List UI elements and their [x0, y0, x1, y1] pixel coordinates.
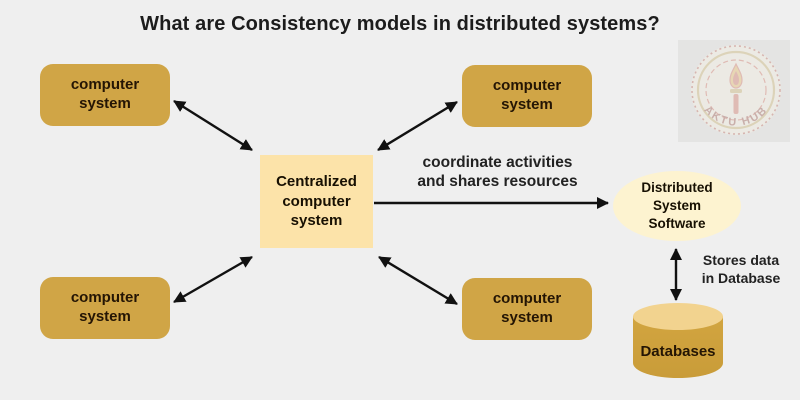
computer-system-box-top-right: computer system: [462, 65, 592, 127]
coordinate-activities-line2: and shares resources: [417, 173, 578, 191]
coordinate-activities-line1: coordinate activities: [422, 154, 573, 171]
computer-system-label: computer system: [70, 289, 140, 325]
centralized-computer-system-label: Centralized computer system: [276, 173, 357, 230]
page-title: What are Consistency models in distribut…: [140, 13, 660, 35]
aktu-hub-watermark-logo: AKTU HUB: [678, 40, 790, 142]
centralized-computer-system-box: Centralized computer system: [260, 155, 373, 248]
distributed-system-software-label: Distributed System Software: [641, 179, 713, 232]
distributed-system-software-ellipse: Distributed System Software: [613, 171, 741, 241]
arrow-center-to-top-left: [173, 99, 253, 152]
computer-system-box-bottom-left: computer system: [40, 277, 170, 339]
computer-system-box-top-left: computer system: [40, 64, 170, 126]
cylinder-top-shape: [633, 303, 723, 330]
watermark-background: [678, 40, 790, 142]
arrow-center-to-bottom-left: [173, 255, 253, 304]
stores-data-label: Stores data in Database: [693, 251, 789, 287]
arrow-center-to-bottom-right: [378, 255, 458, 306]
computer-system-label: computer system: [492, 77, 562, 113]
stores-data-line2: in Database: [701, 270, 781, 287]
torch-icon: [729, 62, 743, 114]
computer-system-box-bottom-right: computer system: [462, 278, 592, 340]
stores-data-line1: Stores data: [702, 252, 780, 268]
computer-system-label: computer system: [70, 76, 140, 112]
coordinate-activities-label: coordinate activities and shares resourc…: [405, 153, 590, 192]
databases-cylinder: Databases: [633, 303, 723, 378]
arrow-center-to-top-right: [377, 100, 458, 152]
databases-label: Databases: [640, 343, 716, 360]
computer-system-label: computer system: [492, 290, 562, 326]
